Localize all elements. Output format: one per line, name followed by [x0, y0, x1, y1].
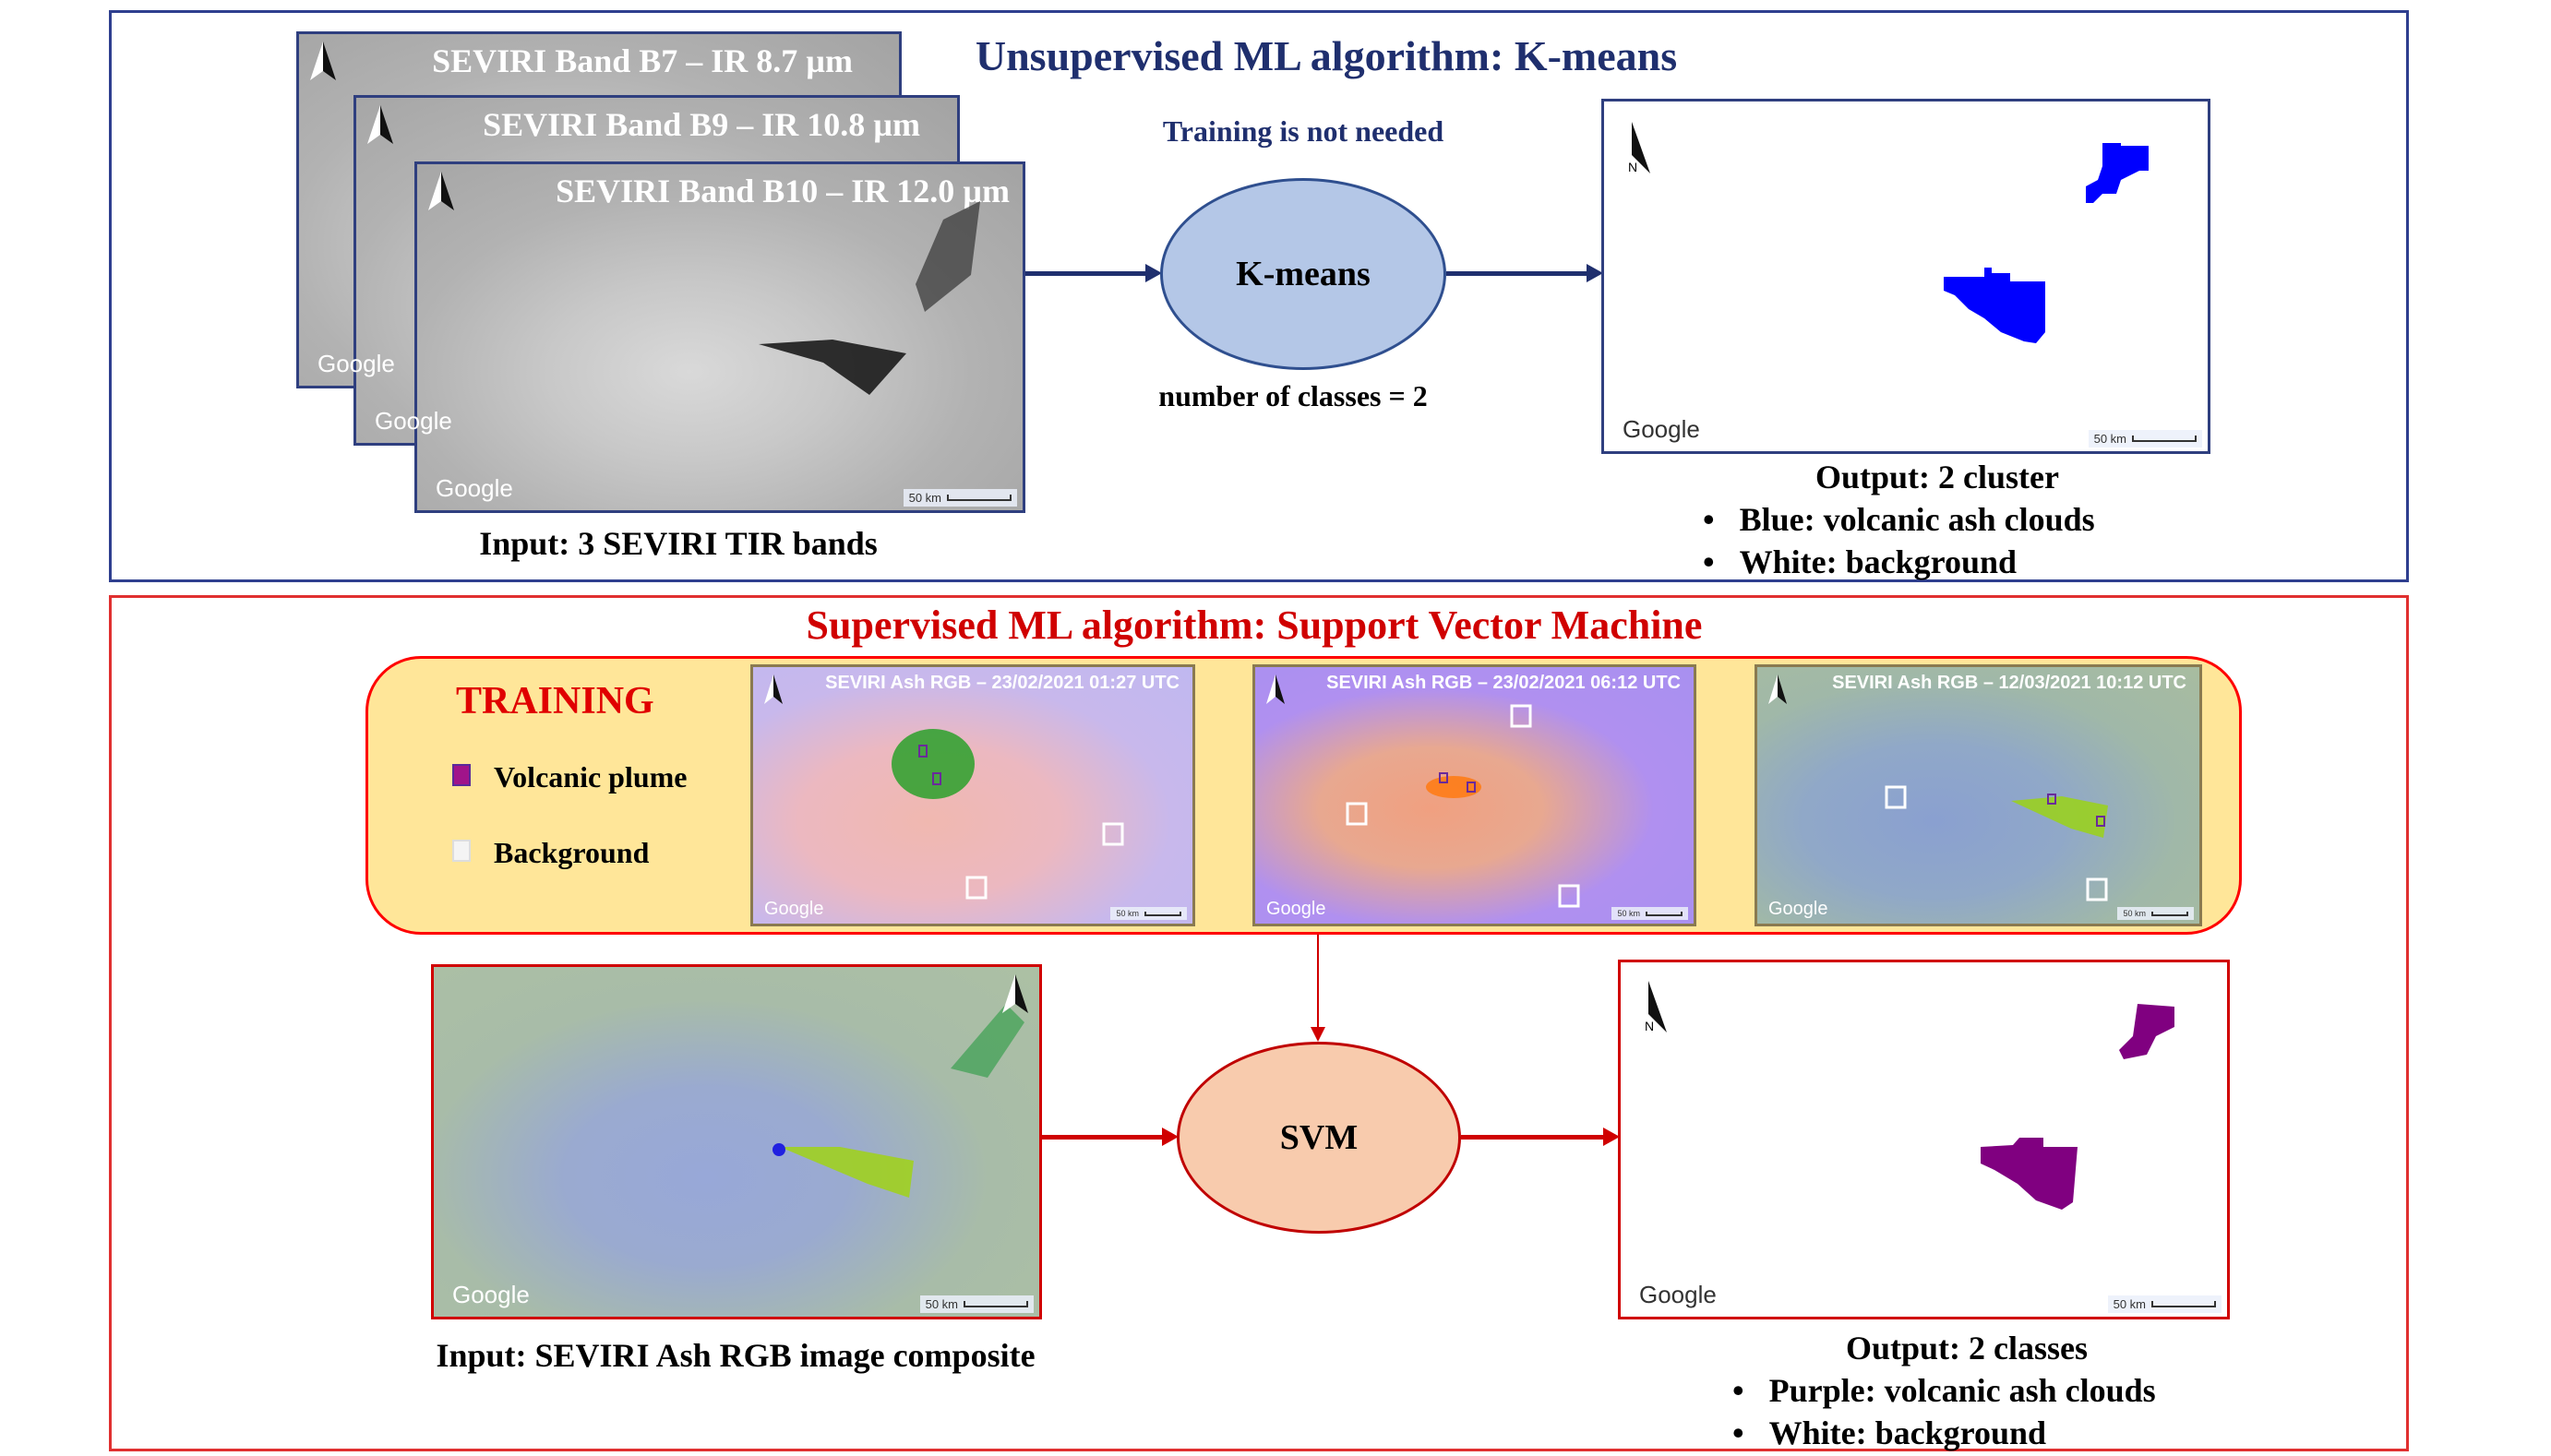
- band-title: SEVIRI Band B7 – IR 8.7 µm: [432, 42, 853, 79]
- svm-input-label: Input: SEVIRI Ash RGB image composite: [436, 1337, 1036, 1374]
- arrowhead-icon: [1587, 264, 1603, 282]
- plume-overlay: [772, 1004, 1024, 1198]
- band-title: SEVIRI Band B9 – IR 10.8 µm: [483, 106, 920, 143]
- scale-label: 50 km: [2123, 909, 2146, 918]
- north-arrow-icon: [428, 172, 454, 210]
- scale-bar: 50 km: [1611, 907, 1688, 920]
- blue-ash-clusters: [1944, 143, 2149, 343]
- purple-ash-classes: [1981, 1004, 2174, 1210]
- svm-output-bullet: • White: background: [1732, 1414, 2047, 1451]
- plume-overlay: [1885, 785, 2108, 901]
- google-logo: Google: [452, 1281, 530, 1308]
- arrowhead-icon: [1162, 1128, 1179, 1146]
- scale-label: 50 km: [1116, 909, 1139, 918]
- arrowhead-icon: [1311, 1027, 1325, 1042]
- google-logo: Google: [764, 899, 824, 919]
- training-image-2: SEVIRI Ash RGB – 23/02/2021 06:12 UTC Go…: [1252, 664, 1696, 926]
- arrow-input-to-kmeans: [1025, 271, 1151, 276]
- training-not-needed: Training is not needed: [1162, 114, 1444, 148]
- arrow-kmeans-to-output: [1446, 271, 1592, 276]
- kmeans-output-bullet: • White: background: [1703, 543, 2018, 580]
- training-image-title: SEVIRI Ash RGB – 23/02/2021 01:27 UTC: [825, 673, 1180, 693]
- google-logo: Google: [436, 474, 513, 502]
- kmeans-output-bullet: • Blue: volcanic ash clouds: [1703, 501, 2095, 538]
- training-image-title: SEVIRI Ash RGB – 23/02/2021 06:12 UTC: [1326, 673, 1681, 693]
- google-logo: Google: [1623, 415, 1700, 443]
- training-label: TRAINING: [456, 680, 654, 722]
- kmeans-title: Unsupervised ML algorithm: K-means: [975, 32, 1678, 79]
- svm-input-map: Google 50 km: [431, 964, 1042, 1319]
- scale-label: 50 km: [2093, 432, 2126, 446]
- plume-overlay: [1346, 704, 1580, 908]
- north-arrow-icon: [1768, 674, 1787, 704]
- kmeans-input-label: Input: 3 SEVIRI TIR bands: [479, 525, 878, 562]
- scale-bar: 50 km: [2088, 430, 2202, 448]
- kmeans-node: K-means: [1160, 178, 1446, 370]
- north-arrow-icon: N: [1645, 981, 1667, 1033]
- north-arrow-icon: N: [1628, 122, 1650, 174]
- scale-bar: 50 km: [903, 489, 1017, 507]
- scale-label: 50 km: [1617, 909, 1640, 918]
- scale-bar: 50 km: [919, 1295, 1034, 1313]
- svm-label: SVM: [1279, 1118, 1359, 1157]
- kmeans-label: K-means: [1236, 255, 1371, 293]
- north-arrow-icon: [764, 674, 783, 704]
- svm-title: Supervised ML algorithm: Support Vector …: [806, 603, 1703, 648]
- north-arrow-icon: [310, 42, 336, 80]
- volcanic-plume-swatch: [452, 764, 471, 786]
- legend-volcanic-plume: Volcanic plume: [494, 760, 688, 794]
- north-arrow-icon: [367, 105, 393, 144]
- scale-bar: 50 km: [2107, 1295, 2222, 1313]
- arrow-svm-to-output: [1461, 1135, 1609, 1140]
- google-logo: Google: [375, 407, 452, 435]
- north-arrow-icon: [1266, 674, 1285, 704]
- google-logo: Google: [1768, 899, 1828, 919]
- google-logo: Google: [1639, 1281, 1717, 1308]
- svm-panel: [109, 595, 2409, 1451]
- arrowhead-icon: [1145, 264, 1162, 282]
- training-image-3: SEVIRI Ash RGB – 12/03/2021 10:12 UTC Go…: [1755, 664, 2202, 926]
- training-image-1: SEVIRI Ash RGB – 23/02/2021 01:27 UTC Go…: [750, 664, 1195, 926]
- svg-text:N: N: [1645, 1019, 1654, 1033]
- google-logo: Google: [1266, 899, 1326, 919]
- arrowhead-icon: [1603, 1128, 1620, 1146]
- svm-output-map: N Google 50 km: [1618, 960, 2230, 1319]
- plume-overlay: [892, 729, 1124, 900]
- arrow-input-to-svm: [1042, 1135, 1168, 1140]
- band-b10-image: SEVIRI Band B10 – IR 12.0 µm Google 50 k…: [414, 161, 1025, 513]
- training-image-title: SEVIRI Ash RGB – 12/03/2021 10:12 UTC: [1832, 673, 2186, 693]
- scale-label: 50 km: [2113, 1297, 2146, 1311]
- kmeans-output-title: Output: 2 cluster: [1815, 459, 2059, 495]
- scale-label: 50 km: [908, 491, 941, 505]
- svm-node: SVM: [1177, 1042, 1461, 1234]
- classes-note: number of classes = 2: [1158, 379, 1428, 412]
- kmeans-panel: [109, 10, 2409, 582]
- scale-bar: 50 km: [2117, 907, 2194, 920]
- ash-plume-dark: [759, 201, 980, 395]
- google-logo: Google: [317, 350, 395, 377]
- kmeans-output-map: N Google 50 km: [1601, 99, 2210, 454]
- legend-background: Background: [494, 836, 650, 869]
- scale-bar: 50 km: [1110, 907, 1187, 920]
- svg-text:N: N: [1628, 160, 1637, 174]
- north-arrow-icon: [1002, 974, 1028, 1013]
- background-swatch: [452, 840, 471, 862]
- svm-output-bullet: • Purple: volcanic ash clouds: [1732, 1372, 2156, 1409]
- band-title: SEVIRI Band B10 – IR 12.0 µm: [556, 173, 1010, 209]
- training-to-svm-line: [1317, 935, 1319, 1031]
- scale-label: 50 km: [925, 1297, 958, 1311]
- svm-output-title: Output: 2 classes: [1845, 1330, 2089, 1366]
